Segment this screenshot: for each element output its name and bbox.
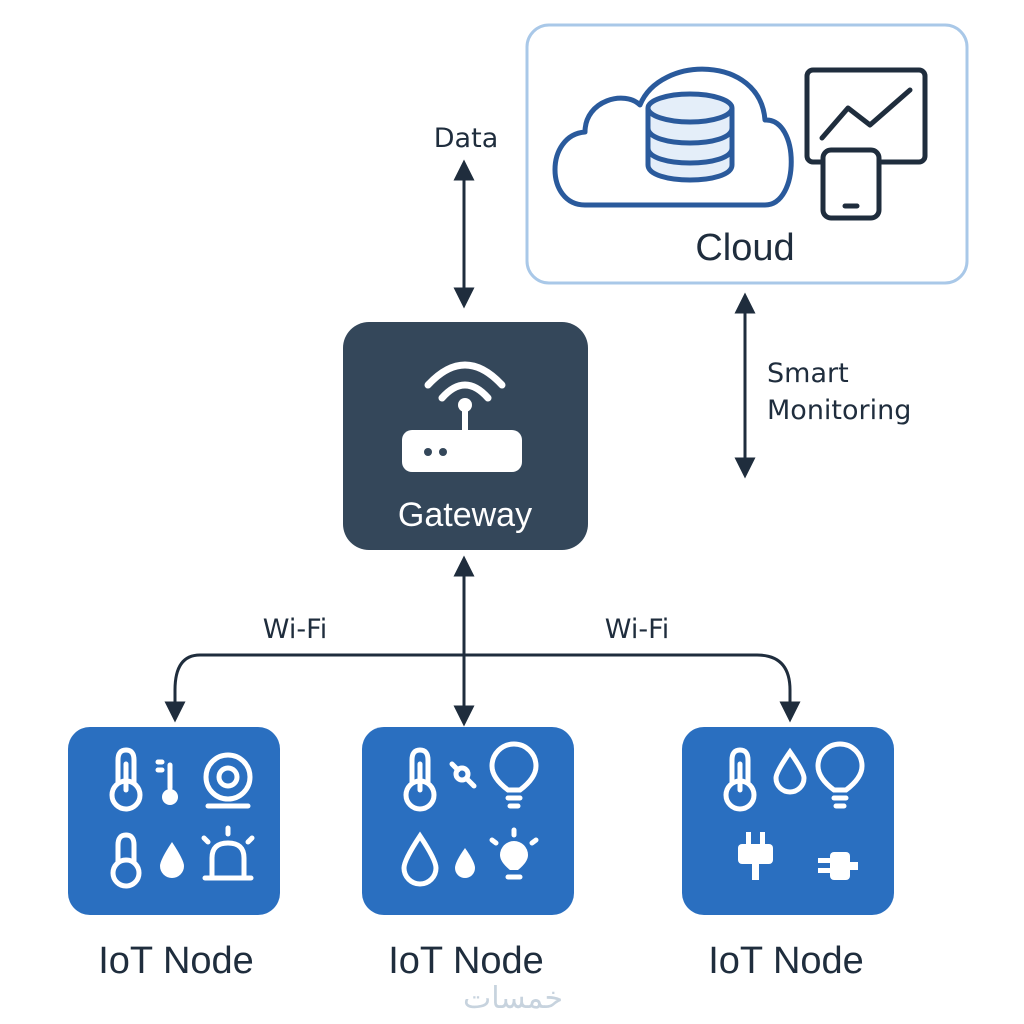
camera-icon [203, 752, 253, 809]
iot-node-3 [682, 727, 894, 915]
wifi-left-label: Wi-Fi [263, 614, 327, 645]
router-icon [402, 398, 522, 472]
monitoring-link-label-line1: Smart [767, 358, 849, 389]
wifi-links: Wi-Fi Wi-Fi [164, 555, 801, 727]
thermometer-icon [110, 832, 142, 889]
small-thermometer-icon [155, 759, 173, 791]
wifi-right-label: Wi-Fi [605, 614, 669, 645]
cloud-panel: Cloud [525, 23, 969, 285]
cloud-label: Cloud [695, 227, 794, 269]
database-icon [645, 91, 735, 183]
water-drop-icon [401, 831, 439, 887]
iot-node-2 [362, 727, 574, 915]
data-link: Data [434, 123, 498, 309]
data-link-label: Data [434, 123, 498, 154]
water-drop-icon [455, 848, 475, 878]
iot-node-2-label: IoT Node [388, 940, 544, 982]
wifi-signal-icon [424, 361, 506, 402]
monitoring-link: Smart Monitoring [734, 292, 911, 479]
water-drop-icon [773, 747, 807, 795]
light-bulb-icon [489, 827, 539, 880]
monitoring-link-label-line2: Monitoring [767, 395, 911, 426]
motion-sensor-icon [449, 761, 477, 789]
iot-node-1-label: IoT Node [98, 940, 254, 982]
smartphone-icon [820, 147, 882, 221]
iot-node-3-label: IoT Node [708, 940, 864, 982]
alarm-light-icon [201, 825, 255, 881]
gateway-box: Gateway [343, 322, 588, 550]
thermometer-icon [109, 747, 143, 812]
gateway-label: Gateway [398, 496, 532, 534]
iot-node-1 [68, 727, 280, 915]
light-bulb-icon [489, 741, 539, 809]
thermometer-icon [723, 747, 757, 812]
watermark: خمسات [463, 981, 563, 1016]
plug-icon [818, 852, 858, 880]
plug-icon [738, 832, 773, 880]
water-drop-icon [160, 842, 184, 878]
thermometer-icon [403, 747, 437, 812]
light-bulb-icon [815, 741, 865, 809]
